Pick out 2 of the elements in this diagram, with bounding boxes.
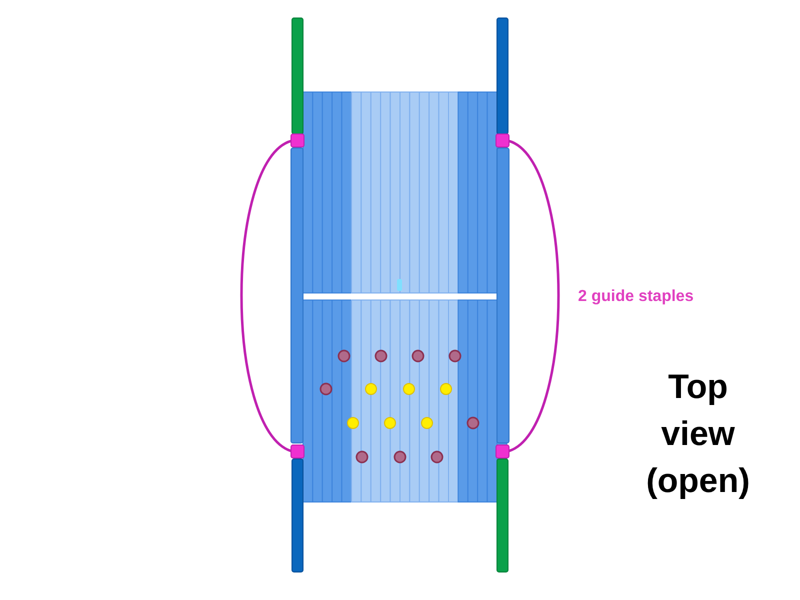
annotation-label: 2 guide staples <box>578 288 694 306</box>
view-title: Top view (open) <box>645 367 751 502</box>
